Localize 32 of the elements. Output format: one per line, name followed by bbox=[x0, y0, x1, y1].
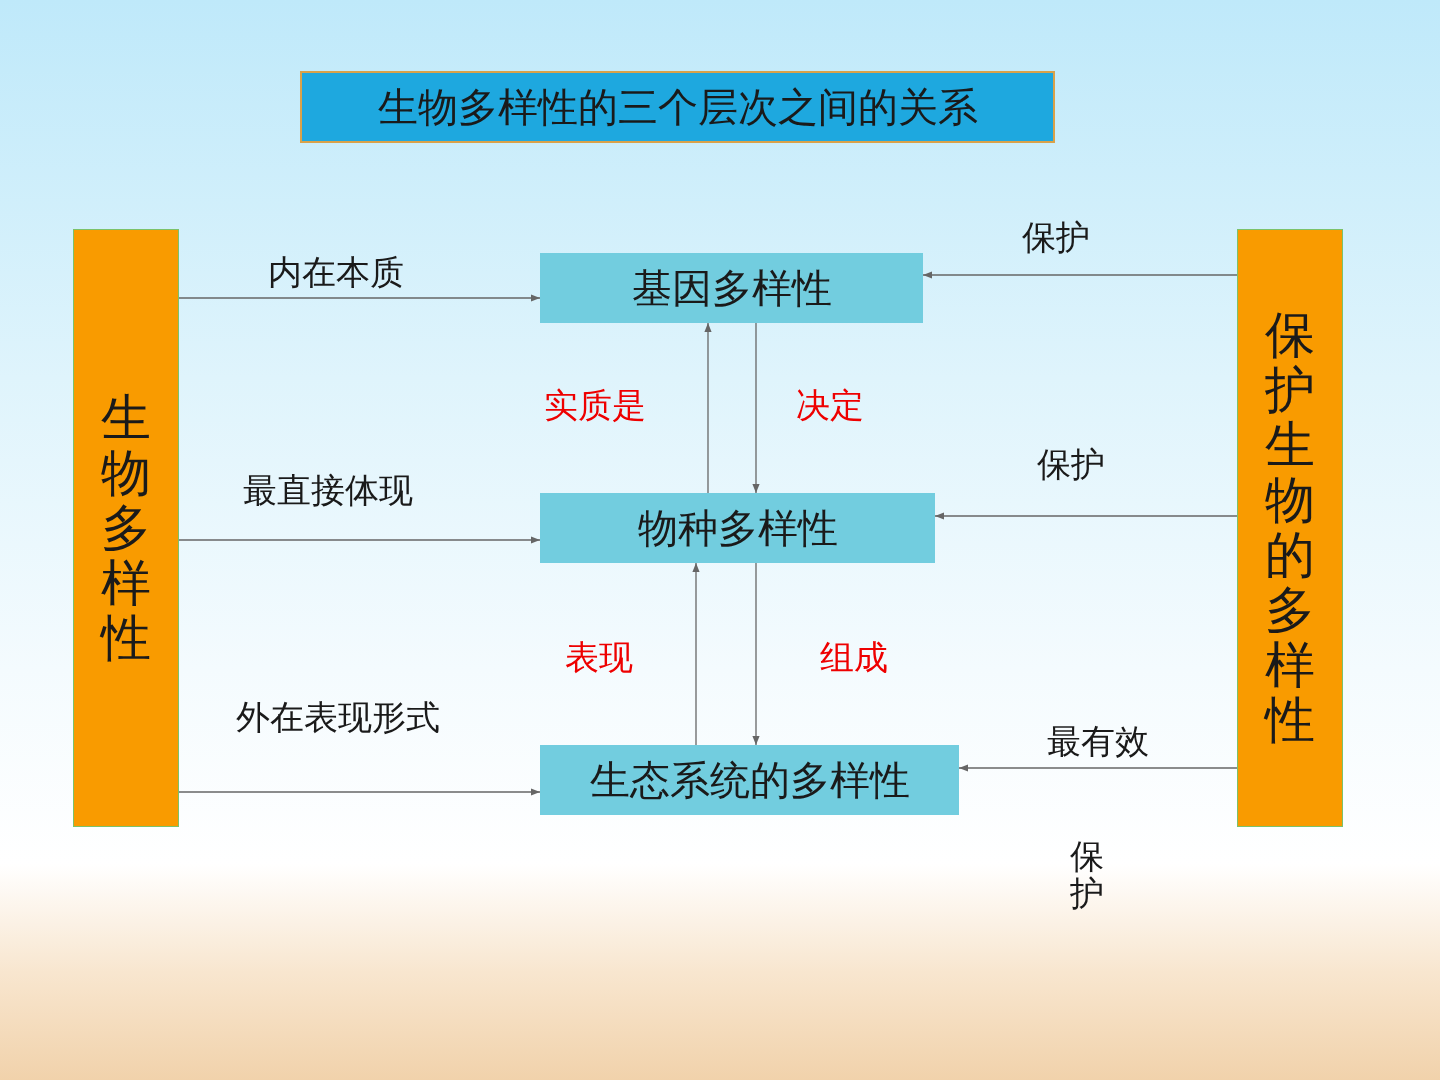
edge-label: 外在表现形式 bbox=[236, 696, 440, 739]
category-bar bbox=[73, 229, 179, 827]
edge-label: 表现 bbox=[565, 636, 633, 679]
title-heading: 生物多样性的三个层次之间的关系 bbox=[300, 71, 1055, 143]
arrow bbox=[178, 788, 541, 796]
level-box bbox=[540, 493, 935, 563]
node-label: 基因多样性 bbox=[631, 263, 832, 313]
arrow bbox=[752, 562, 760, 746]
arrow bbox=[934, 512, 1238, 520]
category-bar bbox=[1237, 229, 1343, 827]
arrow bbox=[752, 322, 760, 494]
edge-label: 实质是 bbox=[544, 384, 646, 427]
node-label: 生物多样性 bbox=[101, 390, 151, 666]
arrow bbox=[922, 271, 1238, 279]
edge-label: 决定 bbox=[796, 384, 864, 427]
edge-label: 保护 bbox=[1037, 443, 1105, 486]
edge-label: 保护 bbox=[1022, 216, 1090, 259]
node-label: 生态系统的多样性 bbox=[589, 755, 910, 805]
edge-label: 组成 bbox=[820, 636, 888, 679]
level-box bbox=[540, 745, 959, 815]
edge-label: 最有效 bbox=[1047, 720, 1149, 763]
arrow bbox=[692, 562, 700, 746]
edge-label: 内在本质 bbox=[268, 251, 404, 294]
level-box bbox=[540, 253, 923, 323]
arrow bbox=[704, 322, 712, 494]
note-text: 保护 bbox=[1070, 838, 1104, 913]
arrow bbox=[178, 536, 541, 544]
edge-label: 最直接体现 bbox=[243, 469, 413, 512]
node-label: 保护生物的多样性 bbox=[1265, 308, 1315, 748]
arrow bbox=[958, 764, 1238, 772]
node-label: 物种多样性 bbox=[637, 503, 838, 553]
arrow bbox=[178, 294, 541, 302]
